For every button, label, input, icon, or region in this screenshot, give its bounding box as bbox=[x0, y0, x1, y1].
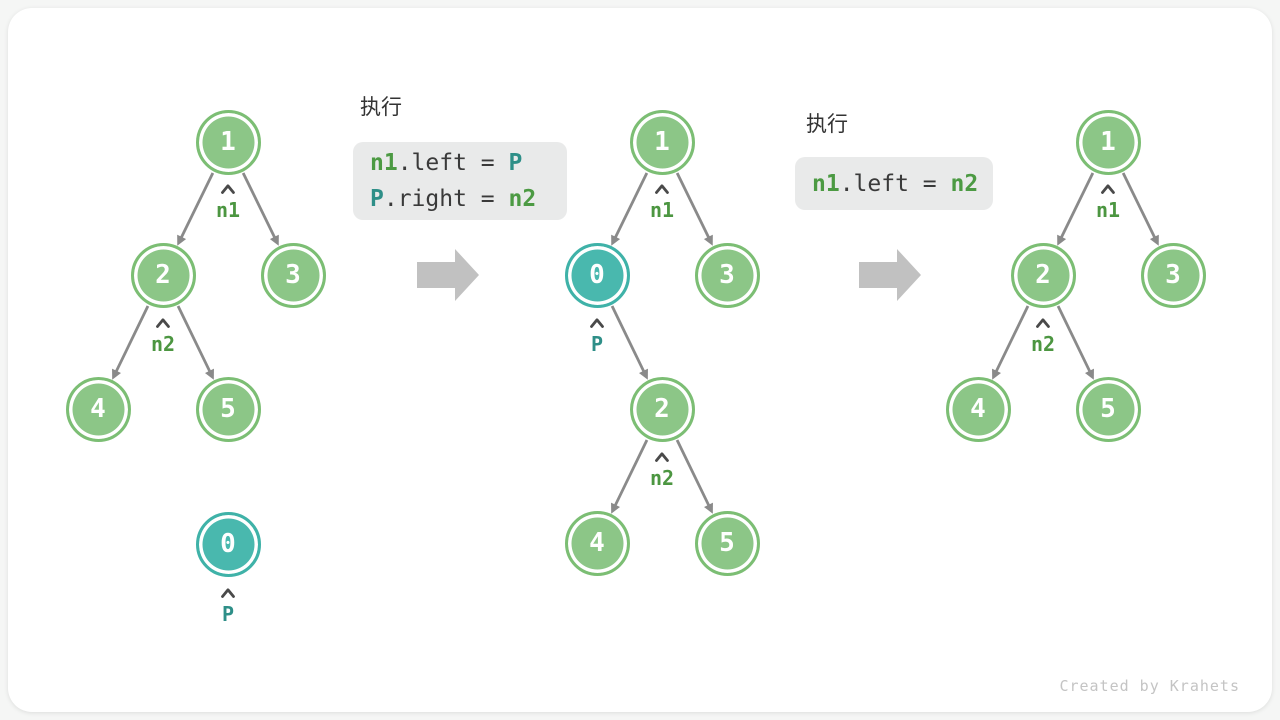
node-value: 1 bbox=[220, 127, 236, 157]
code-line: n1.left = P bbox=[370, 145, 567, 181]
node-value: 1 bbox=[654, 127, 670, 157]
caret-up-icon bbox=[655, 184, 669, 194]
pointer-label-p: P bbox=[220, 588, 236, 625]
code-token: n2 bbox=[508, 186, 537, 212]
footer-credit: Created by Krahets bbox=[1059, 677, 1240, 695]
tree-edge bbox=[675, 172, 713, 246]
tree-node-1: 1 bbox=[1075, 109, 1141, 175]
node-value: 5 bbox=[719, 528, 735, 558]
node-value: 1 bbox=[1100, 127, 1116, 157]
code-block-header: 执行 bbox=[360, 96, 402, 119]
pointer-label-n1: n1 bbox=[650, 184, 674, 221]
transition-arrow-icon bbox=[859, 249, 921, 301]
tree-edge bbox=[112, 305, 150, 380]
caret-up-icon bbox=[1036, 318, 1050, 328]
pointer-name: P bbox=[590, 332, 604, 356]
tree-node-3: 3 bbox=[694, 242, 760, 308]
code-token: .right = bbox=[383, 186, 509, 212]
tree-node-0: 0 bbox=[195, 511, 261, 577]
pointer-name: n2 bbox=[1030, 332, 1056, 356]
tree-edge bbox=[1056, 305, 1094, 380]
code-token: P bbox=[370, 186, 384, 212]
pointer-label-n1: n1 bbox=[216, 184, 240, 221]
code-token: .left = bbox=[839, 170, 951, 197]
node-value: 5 bbox=[220, 394, 236, 424]
code-line: n1.left = n2 bbox=[812, 166, 993, 202]
node-value: 2 bbox=[155, 260, 171, 290]
node-value: 0 bbox=[220, 529, 236, 559]
pointer-name: n2 bbox=[150, 332, 176, 356]
node-value: 3 bbox=[1165, 260, 1181, 290]
tree-node-3: 3 bbox=[1140, 242, 1206, 308]
code-block-header: 执行 bbox=[806, 113, 848, 136]
tree-node-5: 5 bbox=[694, 510, 760, 576]
node-value: 3 bbox=[285, 260, 301, 290]
tree-node-1: 1 bbox=[195, 109, 261, 175]
tree-edge bbox=[176, 305, 214, 380]
pointer-label-n2: n2 bbox=[151, 318, 175, 355]
transition-arrow-icon bbox=[417, 249, 479, 301]
tree-edge bbox=[610, 305, 648, 380]
pointer-name: n2 bbox=[649, 466, 675, 490]
pointer-label-p: P bbox=[589, 318, 605, 355]
code-token: P bbox=[508, 150, 523, 176]
caret-up-icon bbox=[655, 452, 669, 462]
caret-up-icon bbox=[590, 318, 604, 328]
caret-up-icon bbox=[221, 588, 235, 598]
caret-up-icon bbox=[221, 184, 235, 194]
code-token: n1 bbox=[370, 150, 398, 176]
node-value: 2 bbox=[654, 394, 670, 424]
node-value: 2 bbox=[1035, 260, 1051, 290]
pointer-name: P bbox=[221, 602, 235, 626]
code-token: .left = bbox=[397, 150, 509, 176]
caret-up-icon bbox=[156, 318, 170, 328]
code-token: n2 bbox=[950, 170, 979, 197]
tree-edge bbox=[675, 439, 713, 514]
tree-node-5: 5 bbox=[1075, 376, 1141, 442]
pointer-label-n2: n2 bbox=[650, 452, 674, 489]
tree-edge bbox=[1057, 172, 1095, 246]
node-value: 5 bbox=[1100, 394, 1116, 424]
node-value: 4 bbox=[589, 528, 605, 558]
node-value: 0 bbox=[589, 260, 605, 290]
tree-edge bbox=[992, 305, 1030, 380]
tree-node-4: 4 bbox=[945, 376, 1011, 442]
node-value: 4 bbox=[970, 394, 986, 424]
pointer-name: n1 bbox=[215, 198, 241, 222]
tree-edge bbox=[611, 439, 649, 514]
tree-node-1: 1 bbox=[629, 109, 695, 175]
tree-node-2: 2 bbox=[1010, 242, 1076, 308]
node-value: 3 bbox=[719, 260, 735, 290]
pointer-name: n1 bbox=[1095, 198, 1121, 222]
pointer-label-n1: n1 bbox=[1096, 184, 1120, 221]
tree-node-2: 2 bbox=[130, 242, 196, 308]
tree-node-2: 2 bbox=[629, 376, 695, 442]
node-value: 4 bbox=[90, 394, 106, 424]
tree-node-3: 3 bbox=[260, 242, 326, 308]
code-block: n1.left = n2 bbox=[795, 157, 993, 210]
pointer-name: n1 bbox=[649, 198, 675, 222]
tree-node-4: 4 bbox=[564, 510, 630, 576]
code-line: P.right = n2 bbox=[370, 181, 567, 217]
tree-edge bbox=[177, 172, 215, 246]
tree-node-0: 0 bbox=[564, 242, 630, 308]
pointer-label-n2: n2 bbox=[1031, 318, 1055, 355]
tree-node-4: 4 bbox=[65, 376, 131, 442]
code-token: n1 bbox=[812, 170, 840, 197]
caret-up-icon bbox=[1101, 184, 1115, 194]
tree-edge bbox=[241, 172, 279, 246]
tree-node-5: 5 bbox=[195, 376, 261, 442]
tree-edge bbox=[611, 172, 649, 246]
tree-edge bbox=[1121, 172, 1159, 246]
